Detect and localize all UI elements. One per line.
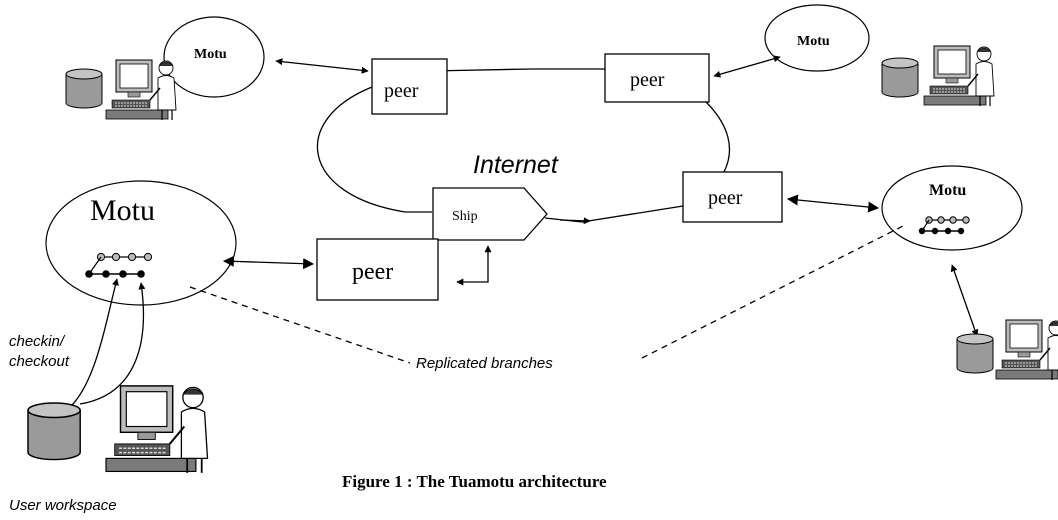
checkin-checkout-arrow-outer	[67, 278, 119, 410]
internet-ring-ship-segment	[544, 205, 684, 223]
link-motu-peer-top-right	[713, 55, 781, 78]
motu-label-right: Motu	[929, 182, 966, 199]
link-peer-motu-right	[786, 194, 880, 213]
internet-ring-ship-arrow	[559, 217, 591, 225]
peer-box-middle-right	[682, 171, 783, 223]
branch-icon-left	[85, 252, 153, 278]
checkin-checkout-arrow-inner	[79, 282, 146, 405]
branch-icon-right	[918, 216, 970, 235]
database-icon-top-right	[881, 57, 919, 98]
peer-label-middle-right: peer	[708, 187, 743, 209]
peer-box-top-right	[604, 53, 710, 103]
peer-box-top-left	[371, 58, 448, 115]
peer-box-bottom-left	[316, 238, 439, 301]
motu-node-top-right	[764, 4, 870, 72]
motu-node-top-left	[163, 16, 265, 98]
checkin-label-line1: checkin/	[9, 333, 66, 350]
ship-label: Ship	[452, 209, 478, 224]
internet-ring-right-arc	[703, 99, 731, 173]
replicated-branches-label: Replicated branches	[416, 355, 553, 372]
replicated-branches-dashed-left	[189, 286, 411, 364]
workstation-icon-right	[995, 319, 1058, 381]
link-peer-ship	[456, 245, 492, 286]
motu-label-top-left: Motu	[194, 47, 227, 62]
peer-label-top-right: peer	[630, 69, 665, 91]
database-icon-right	[956, 333, 994, 374]
motu-label-top-right: Motu	[797, 34, 830, 49]
workstation-icon-top-right	[923, 45, 995, 107]
motu-node-right	[881, 165, 1023, 251]
link-motu-peer-bottom-left	[222, 255, 315, 270]
link-motu-peer-top-left	[275, 58, 369, 74]
peer-label-top-left: peer	[384, 80, 419, 102]
replicated-branches-dashed-right	[641, 225, 904, 359]
user-workspace-label: User workspace	[9, 497, 117, 514]
checkin-label-line2: checkout	[9, 353, 70, 370]
database-icon-top-left	[65, 68, 103, 109]
link-motu-database-right	[950, 264, 979, 337]
ship-node	[432, 187, 548, 241]
internet-label: Internet	[473, 151, 559, 179]
motu-label-left: Motu	[90, 194, 155, 227]
figure-caption: Figure 1 : The Tuamotu architecture	[342, 472, 607, 491]
database-icon-user-workspace	[27, 402, 81, 461]
workstation-icon-user-workspace	[104, 384, 209, 474]
peer-label-bottom-left: peer	[352, 259, 393, 285]
internet-ring-top-segment	[429, 67, 605, 75]
internet-ring-left-arc	[317, 86, 406, 213]
workstation-icon-top-left	[105, 59, 177, 121]
